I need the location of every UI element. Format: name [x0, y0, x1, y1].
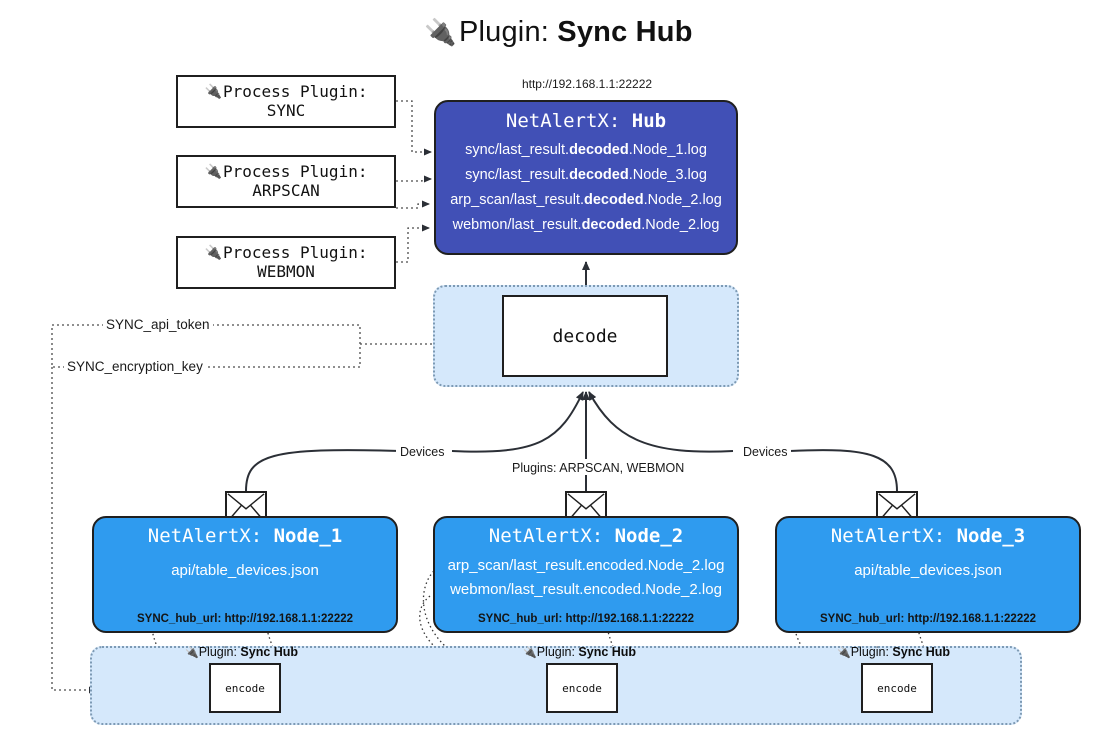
encode-caption-name: Sync Hub: [240, 645, 299, 659]
hub-log-bold: decoded: [583, 191, 644, 208]
hub-log-line: arp_scan/last_result.decoded.Node_2.log: [436, 188, 736, 213]
hub-log-pre: webmon/last_result.: [452, 216, 582, 233]
hub-title-prefix: NetAlertX:: [505, 110, 632, 132]
encode-box-2[interactable]: encode: [546, 663, 618, 713]
node-line-list: api/table_devices.json: [777, 559, 1079, 583]
process-plugin-arpscan[interactable]: 🔌 Process Plugin: ARPSCAN: [176, 155, 396, 208]
plug-icon: 🔌: [837, 647, 851, 659]
hub-log-line: sync/last_result.decoded.Node_3.log: [436, 163, 736, 188]
hub-log-post: .Node_1.log: [628, 142, 707, 158]
sync-api-token-label: SYNC_api_token: [103, 317, 213, 332]
process-plugin-webmon-label: Process Plugin:: [222, 242, 368, 262]
encode-caption-name: Sync Hub: [578, 645, 637, 659]
hub-title: NetAlertX: Hub: [436, 110, 736, 132]
hub-log-pre: sync/last_result.: [465, 166, 570, 183]
hub-log-bold: decoded: [569, 166, 629, 183]
plug-icon: 🔌: [523, 647, 537, 659]
node-box-node-2[interactable]: NetAlertX: Node_2 arp_scan/last_result.e…: [433, 516, 739, 633]
node-title-name: Node_1: [273, 525, 343, 547]
node-line-list: arp_scan/last_result.encoded.Node_2.log …: [435, 554, 737, 603]
hub-log-post: .Node_3.log: [628, 166, 707, 183]
plug-icon: 🔌: [424, 17, 457, 47]
page-title: 🔌Plugin: Sync Hub: [0, 16, 1117, 49]
hub-log-bold: decoded: [581, 216, 642, 233]
hub-url-label: http://192.168.1.1:22222: [521, 77, 653, 91]
node-title-name: Node_2: [614, 525, 684, 547]
decode-box[interactable]: decode: [502, 295, 668, 377]
process-plugin-webmon-row1: 🔌 Process Plugin:: [204, 242, 368, 263]
hub-node-box[interactable]: NetAlertX: Hub sync/last_result.decoded.…: [434, 100, 738, 255]
hub-log-line: sync/last_result.decoded.Node_1.log: [436, 138, 736, 163]
process-plugin-arpscan-label: Process Plugin:: [222, 161, 368, 181]
node-line: arp_scan/last_result.encoded.Node_2.log: [447, 557, 725, 574]
encode-caption-name: Sync Hub: [892, 645, 951, 659]
plug-icon: 🔌: [185, 647, 199, 659]
node-hub-url: SYNC_hub_url: http://192.168.1.1:22222: [136, 613, 354, 625]
node-title: NetAlertX: Node_1: [94, 525, 396, 547]
hub-log-pre: arp_scan/last_result.: [450, 191, 584, 208]
hub-title-name: Hub: [631, 110, 667, 132]
hub-log-bold: decoded: [569, 142, 629, 158]
process-plugin-sync-row1: 🔌 Process Plugin:: [204, 81, 368, 102]
hub-log-list: sync/last_result.decoded.Node_1.log sync…: [436, 138, 736, 238]
plug-icon: 🔌: [204, 244, 222, 261]
sync-encryption-key-label: SYNC_encryption_key: [64, 359, 206, 374]
process-plugin-arpscan-name: ARPSCAN: [252, 180, 320, 200]
hub-log-line: webmon/last_result.decoded.Node_2.log: [436, 213, 736, 238]
node-title: NetAlertX: Node_3: [777, 525, 1079, 547]
node-hub-url: SYNC_hub_url: http://192.168.1.1:22222: [819, 613, 1037, 625]
process-plugin-webmon-name: WEBMON: [257, 261, 315, 281]
node-title-prefix: NetAlertX:: [830, 525, 957, 547]
hub-log-post: .Node_2.log: [641, 216, 720, 233]
encode-caption-prefix: Plugin:: [850, 645, 893, 659]
encode-caption-prefix: Plugin:: [198, 645, 241, 659]
node-line: api/table_devices.json: [171, 562, 319, 579]
node-box-node-1[interactable]: NetAlertX: Node_1 api/table_devices.json…: [92, 516, 398, 633]
page-title-name: Sync Hub: [557, 16, 693, 48]
plug-icon: 🔌: [204, 163, 222, 180]
encode-box-3[interactable]: encode: [861, 663, 933, 713]
edge-label-plugins-middle: Plugins: ARPSCAN, WEBMON: [508, 461, 689, 475]
process-plugin-sync[interactable]: 🔌 Process Plugin: SYNC: [176, 75, 396, 128]
node-title-prefix: NetAlertX:: [488, 525, 615, 547]
node-title: NetAlertX: Node_2: [435, 525, 737, 547]
node-hub-url: SYNC_hub_url: http://192.168.1.1:22222: [477, 613, 695, 625]
edge-label-devices-right: Devices: [739, 445, 792, 459]
encode-caption-1: 🔌Plugin: Sync Hub: [185, 645, 298, 659]
hub-log-pre: sync/last_result.: [465, 142, 570, 158]
encode-caption-3: 🔌Plugin: Sync Hub: [837, 645, 950, 659]
node-line: webmon/last_result.encoded.Node_2.log: [450, 581, 722, 599]
process-plugin-webmon[interactable]: 🔌 Process Plugin: WEBMON: [176, 236, 396, 289]
hub-log-post: .Node_2.log: [643, 191, 722, 208]
node-line-list: api/table_devices.json: [94, 559, 396, 583]
node-title-prefix: NetAlertX:: [147, 525, 274, 547]
edge-label-devices-left: Devices: [396, 445, 449, 459]
process-plugin-arpscan-row1: 🔌 Process Plugin:: [204, 161, 368, 182]
node-line: api/table_devices.json: [854, 562, 1002, 579]
encode-caption-2: 🔌Plugin: Sync Hub: [523, 645, 636, 659]
encode-caption-prefix: Plugin:: [536, 645, 579, 659]
plug-icon: 🔌: [204, 83, 222, 100]
node-box-node-3[interactable]: NetAlertX: Node_3 api/table_devices.json…: [775, 516, 1081, 633]
encode-box-1[interactable]: encode: [209, 663, 281, 713]
process-plugin-sync-name: SYNC: [266, 100, 306, 120]
page-title-prefix: Plugin:: [458, 16, 558, 48]
process-plugin-sync-label: Process Plugin:: [222, 81, 368, 101]
node-title-name: Node_3: [956, 525, 1026, 547]
